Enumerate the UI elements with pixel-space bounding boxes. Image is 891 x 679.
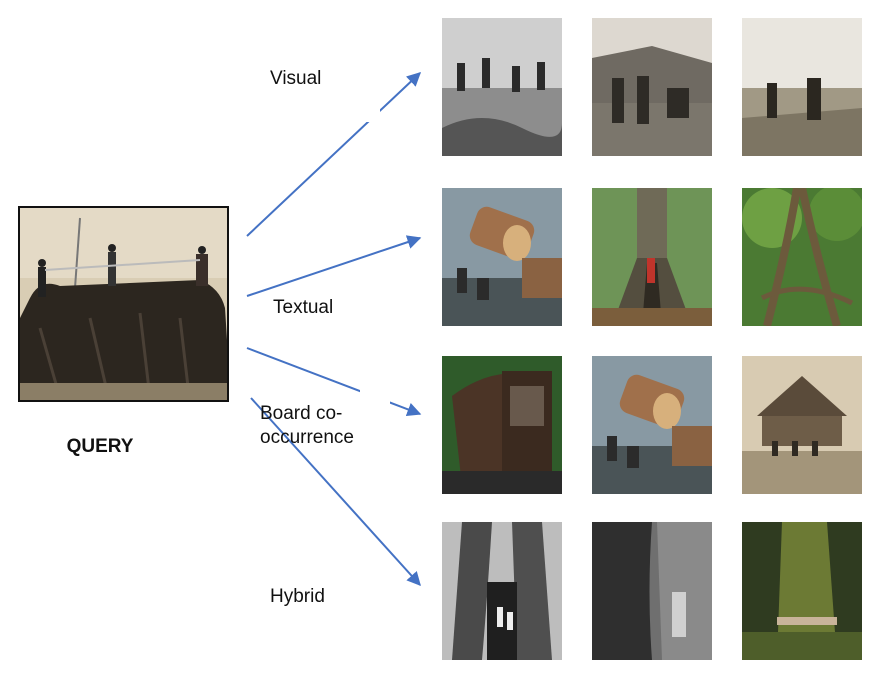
arrow-hybrid: [250, 397, 421, 587]
result-hybrid-1: [442, 522, 562, 660]
label-textual: Textual: [273, 297, 334, 318]
result-visual-3: [742, 18, 862, 156]
label-hybrid: Hybrid: [270, 586, 325, 607]
result-visual-1: [442, 18, 562, 156]
result-board-3: [742, 356, 862, 494]
label-visual: Visual: [270, 68, 322, 89]
result-visual-2: [592, 18, 712, 156]
result-textual-3: [742, 188, 862, 326]
arrow-board: [246, 347, 422, 417]
result-board-2: [592, 356, 712, 494]
arrow-visual: [246, 72, 422, 237]
result-hybrid-2: [592, 522, 712, 660]
result-textual-2: [592, 188, 712, 326]
query-image: [18, 206, 229, 402]
query-label: QUERY: [66, 436, 134, 457]
result-textual-1: [442, 188, 562, 326]
result-hybrid-3: [742, 522, 862, 660]
arrow-textual: [246, 235, 422, 297]
result-board-1: [442, 356, 562, 494]
label-board-cooccurrence: Board co- occurrence: [260, 403, 354, 448]
